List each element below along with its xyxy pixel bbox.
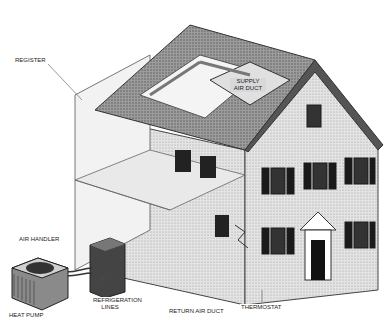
part-label: HEAT PUMP xyxy=(8,312,44,319)
part-label: THERMOSTAT xyxy=(240,304,282,311)
part-label: AIR HANDLER xyxy=(18,236,60,243)
duct-label: RETURN AIR DUCT xyxy=(168,308,225,315)
part-label: REFRIGERATION LINES xyxy=(92,297,128,311)
register-label: REGISTER xyxy=(14,57,47,64)
duct-label: SUPPLY AIR DUCT xyxy=(230,78,266,92)
